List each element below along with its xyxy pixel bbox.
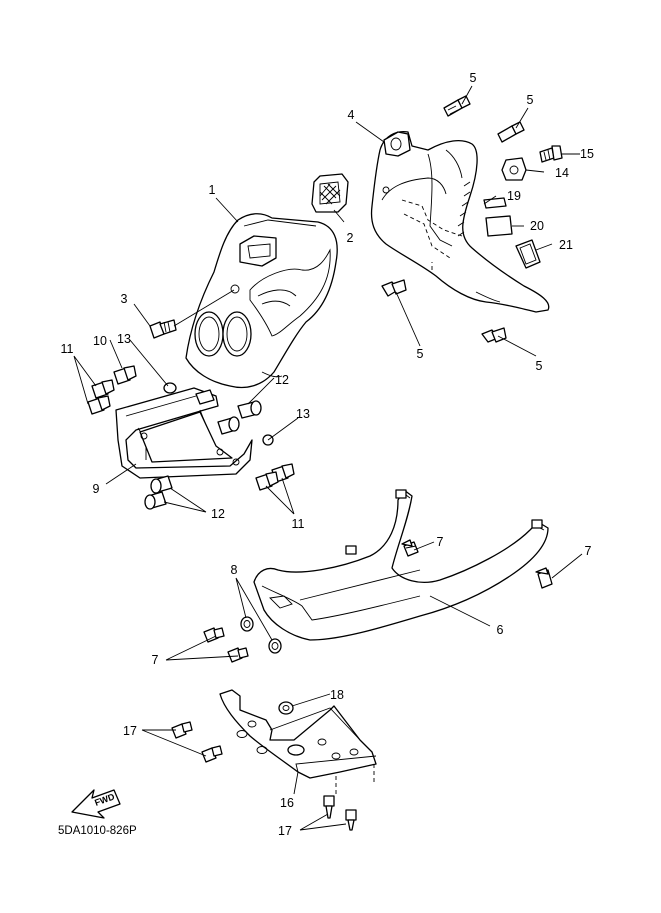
screw-5-top-right [497,121,525,143]
callout-7-a: 7 [437,535,444,549]
grommet-12-lower-b [144,491,167,510]
grille-part [311,173,349,213]
callout-5-c: 5 [417,347,424,361]
callout-17-a: 17 [123,724,137,738]
callout-11-b: 11 [292,517,305,531]
callout-3: 3 [121,292,128,306]
callout-16: 16 [280,796,294,810]
callout-20: 20 [530,219,544,233]
callout-18: 18 [330,688,344,702]
bolt-11-upper-b [87,395,111,415]
grommet-12-upper-b [217,416,240,435]
callout-1: 1 [209,183,216,197]
screw-5-low [481,327,507,343]
leader-lines [73,85,583,831]
callout-9: 9 [93,482,100,496]
front-cover-part [185,213,338,389]
callout-4: 4 [348,108,355,122]
callout-12-b: 12 [211,507,225,521]
inner-panel-part [370,130,550,313]
callout-5-b: 5 [527,93,534,107]
callout-11-a: 11 [61,342,74,356]
callout-2: 2 [347,231,354,245]
screw-17-a [171,721,193,739]
seal-part-20 [485,215,513,237]
cap-part-21 [515,239,541,269]
screw-5-top-left [443,95,471,117]
nut-8-b [268,638,282,654]
bolt-10 [113,365,137,385]
callout-13-a: 13 [117,332,131,346]
screw-7-d [227,647,249,663]
callout-15: 15 [580,147,594,161]
tape-part-19 [483,197,507,209]
callout-5-d: 5 [536,359,543,373]
collar-13-upper [163,382,177,394]
grommet-12-lower-a [150,475,173,494]
forward-arrow-icon: FWD [71,789,121,819]
screw-5-mid [381,279,407,297]
callout-13-b: 13 [296,407,310,421]
screw-7-b [535,567,553,589]
screw-3 [149,319,177,339]
callout-10: 10 [93,334,107,348]
callout-12-a: 12 [275,373,289,387]
callout-19: 19 [507,189,521,203]
screw-15 [539,145,563,163]
callout-17-b: 17 [278,824,292,838]
callout-6: 6 [497,623,504,637]
nut-8-a [240,616,254,632]
bolt-11-upper-a [91,379,115,399]
footboard-part [253,489,549,641]
callout-7-b: 7 [585,544,592,558]
under-cover-part [219,689,377,796]
nut-18 [278,701,294,715]
screw-17-b [201,745,223,763]
callout-21: 21 [559,238,573,252]
screw-17-d [345,809,357,831]
screw-17-c [323,795,335,819]
clip-part-14 [501,157,527,181]
callout-14: 14 [555,166,569,180]
diagram-code: 5DA1010-826P [58,825,137,837]
bolt-11-lower-b [255,471,279,491]
callout-8: 8 [231,563,238,577]
bracket-frame-part [115,387,253,479]
screw-7-a [401,539,419,557]
screw-7-c [203,627,225,643]
callout-7-c: 7 [152,653,159,667]
callout-labels: 1 2 3 4 5 5 5 5 6 7 7 7 8 9 10 11 11 12 … [61,71,594,838]
grommet-12-upper-a [237,400,262,419]
callout-5-a: 5 [470,71,477,85]
